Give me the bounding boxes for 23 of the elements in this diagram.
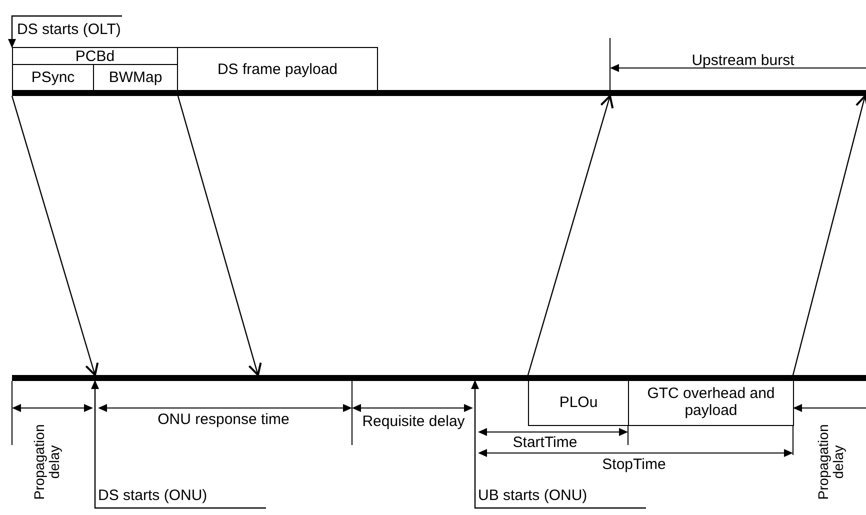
event-label: UB starts (ONU) (478, 486, 648, 504)
olt-timeline (12, 90, 866, 96)
leader-line (8, 15, 122, 48)
dimension-label: Propagation delay (816, 423, 846, 502)
payload-box: DS frame payload (177, 47, 378, 91)
line-arrow (177, 96, 262, 376)
preamble-box: PLOu (528, 378, 629, 426)
line-arrow (527, 95, 614, 376)
dimension-label: Requisite delay (361, 413, 466, 430)
dimension-label: StartTime (512, 434, 578, 451)
dimension-label: ONU response time (156, 411, 290, 428)
leader-line (471, 380, 646, 509)
header-box: PCBd (12, 47, 178, 65)
payload-box: GTC overhead and payload (628, 378, 794, 426)
line-arrow (11, 96, 99, 376)
event-label: DS starts (OLT) (17, 20, 122, 38)
dimension-label: Upstream burst (690, 52, 796, 69)
dimension-label: Propagation delay (32, 423, 62, 502)
event-label: DS starts (ONU) (98, 486, 268, 504)
onu-timeline (12, 375, 866, 381)
dimension-label: StopTime (601, 456, 667, 473)
leader-line (91, 380, 266, 509)
line-arrow (792, 95, 866, 376)
